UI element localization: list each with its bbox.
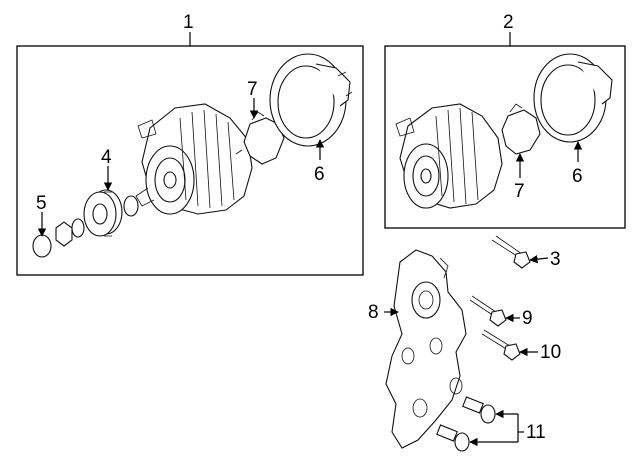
bolt-9 <box>469 295 507 327</box>
alternator-1 <box>135 103 253 215</box>
group-frame-2 <box>384 45 626 229</box>
callout-7b: 7 <box>514 181 525 202</box>
callout-8: 8 <box>368 302 379 323</box>
callout-11: 11 <box>526 422 546 443</box>
callout-3: 3 <box>550 249 561 270</box>
callout-6a: 6 <box>314 164 325 185</box>
callout-6b: 6 <box>572 166 583 187</box>
callout-1: 1 <box>183 12 194 33</box>
callout-2: 2 <box>503 12 514 33</box>
cap <box>32 234 52 258</box>
callout-5: 5 <box>36 193 47 214</box>
end-cover-2 <box>533 53 613 143</box>
alternator-2 <box>395 103 503 209</box>
callout-10: 10 <box>540 342 561 363</box>
bolt-11b <box>436 424 470 452</box>
callout-9: 9 <box>522 308 533 329</box>
regulator-1 <box>235 111 285 165</box>
pulley <box>83 189 123 237</box>
callout-4: 4 <box>101 147 112 168</box>
nut <box>55 221 73 247</box>
regulator-2 <box>501 103 541 155</box>
bolt-3 <box>491 235 531 269</box>
end-cover-1 <box>269 53 353 147</box>
callout-7a: 7 <box>247 79 258 100</box>
bracket <box>385 249 467 449</box>
washer-b <box>71 218 85 238</box>
bolt-11a <box>462 396 496 424</box>
washer-a <box>123 195 139 217</box>
bolt-10 <box>481 329 521 361</box>
